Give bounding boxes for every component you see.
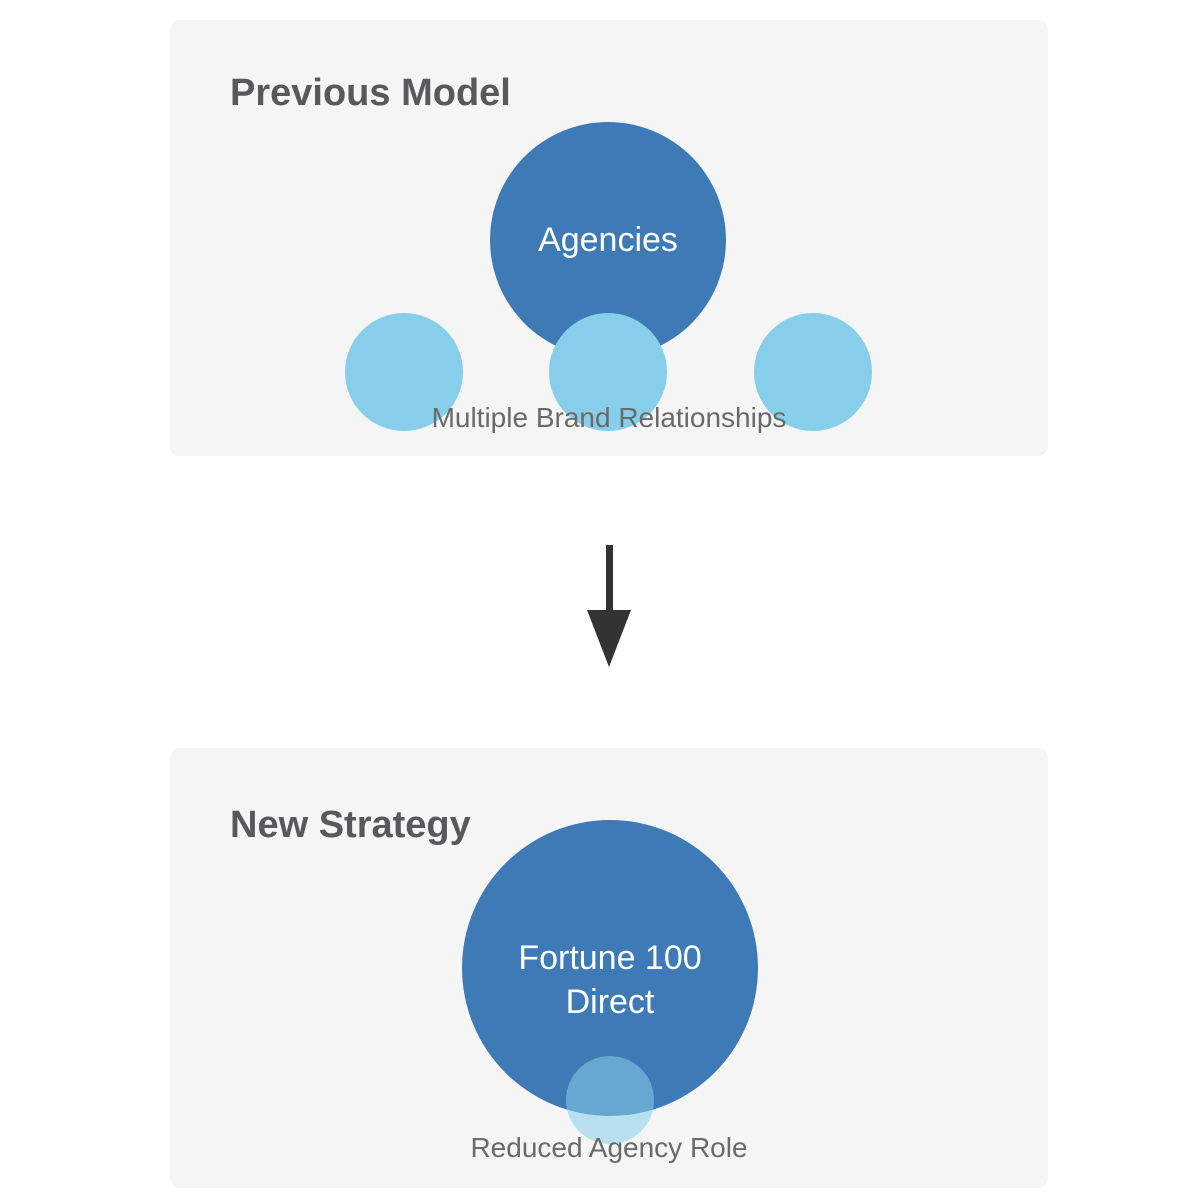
fortune-100-line: Fortune 100 [518,939,702,977]
brand-circle-left [345,313,463,431]
reduced-agency-circle [566,1056,654,1144]
previous-model-panel: Previous Model Agencies Multiple Brand R… [170,20,1048,456]
down-arrow-stem [606,545,613,612]
fortune-100-direct-circle-label: Fortune 100 Direct [518,936,701,1024]
previous-model-caption: Multiple Brand Relationships [431,402,787,433]
new-strategy-caption: Reduced Agency Role [470,1132,748,1163]
previous-model-title: Previous Model [230,72,511,114]
brand-circle-right [754,313,872,431]
new-strategy-panel: New Strategy Fortune 100 Direct Reduced … [170,748,1048,1188]
brand-circle-center [549,313,667,431]
down-arrow-head [587,610,631,667]
direct-line: Direct [565,983,655,1021]
agencies-circle-label: Agencies [538,220,678,259]
new-strategy-title: New Strategy [230,804,471,846]
